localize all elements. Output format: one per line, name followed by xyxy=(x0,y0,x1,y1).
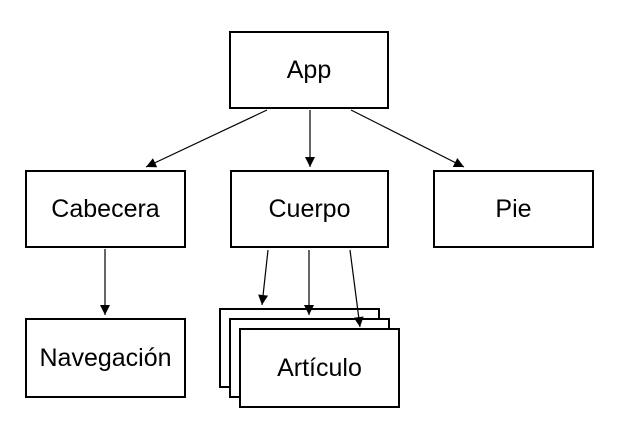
node-cabecera-label: Cabecera xyxy=(51,194,160,223)
node-articulo: Artículo xyxy=(239,328,400,408)
node-cuerpo: Cuerpo xyxy=(230,170,389,248)
node-articulo-label: Artículo xyxy=(277,353,362,382)
node-pie-label: Pie xyxy=(495,194,532,223)
node-pie: Pie xyxy=(433,170,594,248)
node-navegacion: Navegación xyxy=(25,318,186,398)
node-app: App xyxy=(229,31,389,109)
node-cuerpo-label: Cuerpo xyxy=(268,194,351,223)
node-cabecera: Cabecera xyxy=(25,170,186,248)
edge-cuerpo-to-articulo-1 xyxy=(258,249,269,306)
edge-app-to-pie xyxy=(350,109,465,168)
node-app-label: App xyxy=(286,55,332,84)
edge-app-to-cabecera xyxy=(145,109,268,168)
node-navegacion-label: Navegación xyxy=(39,343,172,372)
